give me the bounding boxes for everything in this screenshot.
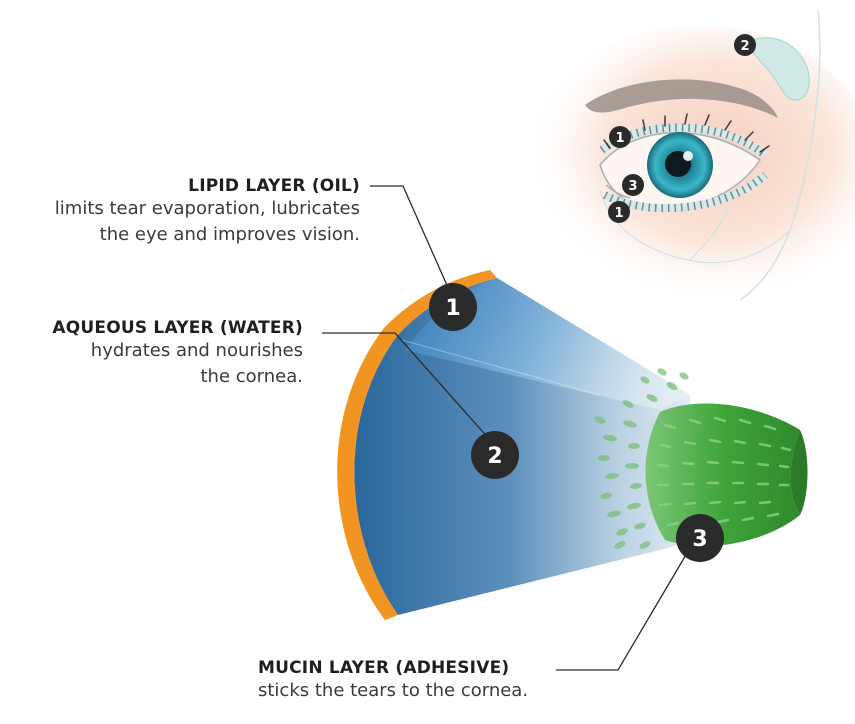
mucin-layer-description-line-1: sticks the tears to the cornea. bbox=[258, 680, 529, 701]
eye-illustration bbox=[525, 9, 855, 305]
svg-text:1: 1 bbox=[615, 131, 624, 146]
mucin-layer-shape bbox=[645, 403, 800, 546]
aqueous-layer-description-line-1: hydrates and nourishes bbox=[90, 340, 303, 361]
tear-film-cross-section bbox=[337, 270, 808, 620]
lipid-layer-shape bbox=[337, 270, 497, 620]
eye-inset-marker-lipid-lower: 1 bbox=[608, 201, 630, 223]
leader-line-mucin bbox=[556, 547, 691, 671]
lipid-layer-label: LIPID LAYER (OIL) limits tear evaporatio… bbox=[55, 176, 360, 248]
eye-inset-marker-lipid-upper: 1 bbox=[609, 126, 631, 148]
badge-aqueous: 2 bbox=[471, 431, 519, 479]
leader-line-aqueous bbox=[322, 332, 491, 441]
eye-inset-marker-mucin: 3 bbox=[622, 174, 644, 196]
lipid-layer-description-line-1: limits tear evaporation, lubricates bbox=[54, 198, 360, 219]
mucin-layer-title: MUCIN LAYER (ADHESIVE) bbox=[258, 658, 510, 678]
lipid-layer-title: LIPID LAYER (OIL) bbox=[188, 176, 360, 196]
mucin-molecules bbox=[594, 368, 689, 549]
svg-text:2: 2 bbox=[487, 444, 502, 469]
aqueous-layer-title: AQUEOUS LAYER (WATER) bbox=[52, 318, 303, 338]
svg-text:3: 3 bbox=[692, 527, 707, 552]
svg-text:3: 3 bbox=[628, 179, 637, 194]
aqueous-layer-description-line-2: the cornea. bbox=[200, 366, 304, 387]
lacrimal-gland-shape bbox=[750, 37, 810, 101]
badge-lipid: 1 bbox=[429, 283, 477, 331]
lipid-layer-description-line-2: the eye and improves vision. bbox=[99, 224, 360, 245]
leader-lines bbox=[322, 185, 691, 671]
svg-text:1: 1 bbox=[445, 296, 460, 321]
eye-inset-marker-gland: 2 bbox=[734, 34, 756, 56]
aqueous-layer-label: AQUEOUS LAYER (WATER) hydrates and nouri… bbox=[52, 318, 303, 390]
leader-line-lipid bbox=[370, 185, 451, 293]
svg-text:2: 2 bbox=[740, 39, 749, 54]
badge-mucin: 3 bbox=[676, 514, 724, 562]
mucin-layer-label: MUCIN LAYER (ADHESIVE) sticks the tears … bbox=[258, 658, 528, 704]
svg-text:1: 1 bbox=[614, 206, 623, 221]
